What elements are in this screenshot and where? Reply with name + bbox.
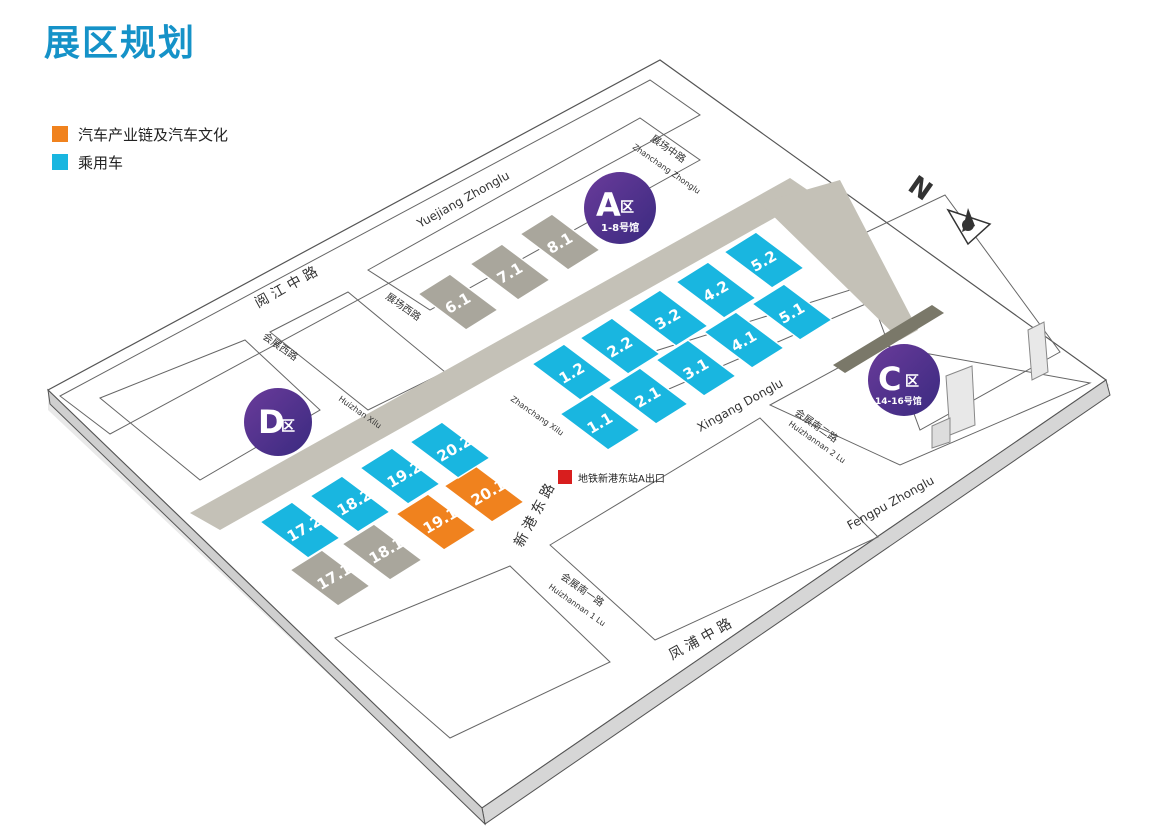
- hall-block: [654, 339, 738, 397]
- walkway: [190, 178, 944, 530]
- zone-badge-a[interactable]: A 区 1-8号馆: [584, 172, 656, 244]
- hall-2-1[interactable]: 2.1: [606, 367, 690, 425]
- zone-c-letter: C: [878, 360, 901, 398]
- hall-4-2[interactable]: 4.2: [674, 261, 758, 319]
- legend-swatch-blue: [52, 154, 68, 170]
- legend-item-industry: 汽车产业链及汽车文化: [52, 120, 228, 148]
- hall-block: [258, 501, 342, 559]
- compass-icon: N: [902, 170, 992, 246]
- legend-label: 乘用车: [78, 153, 124, 172]
- hall-20-2[interactable]: 20.2: [408, 421, 492, 479]
- compass-letter: N: [902, 170, 937, 207]
- legend: 汽车产业链及汽车文化 乘用车: [52, 120, 228, 176]
- hall-block: [578, 317, 662, 375]
- hall-block: [468, 243, 552, 301]
- hall-3-2[interactable]: 3.2: [626, 289, 710, 347]
- zone-a-letter: A: [596, 186, 621, 224]
- hall-block: [558, 393, 642, 451]
- hall-block: [340, 523, 424, 581]
- hall-block: [606, 367, 690, 425]
- hall-19-1[interactable]: 19.1: [394, 493, 478, 551]
- hall-block: [702, 311, 786, 369]
- tower-icons: [931, 321, 1049, 449]
- hall-20-1[interactable]: 20.1: [442, 465, 526, 523]
- hall-17-2[interactable]: 17.2: [258, 501, 342, 559]
- hall-18-1[interactable]: 18.1: [340, 523, 424, 581]
- zone-badge-d[interactable]: D 区: [244, 388, 312, 456]
- hall-3-1[interactable]: 3.1: [654, 339, 738, 397]
- hall-block: [358, 447, 442, 505]
- zone-d-letter: D: [258, 403, 285, 441]
- zone-c-sub: 14-16号馆: [875, 395, 922, 407]
- hall-block: [626, 289, 710, 347]
- hall-1-2[interactable]: 1.2: [530, 343, 614, 401]
- hall-block: [416, 273, 500, 331]
- hall-7-1[interactable]: 7.1: [468, 243, 552, 301]
- hall-1-1[interactable]: 1.1: [558, 393, 642, 451]
- legend-swatch-orange: [52, 126, 68, 142]
- hall-5-2[interactable]: 5.2: [722, 231, 806, 289]
- hall-17-1[interactable]: 17.1: [288, 549, 372, 607]
- hall-block: [518, 213, 602, 271]
- hall-19-2[interactable]: 19.2: [358, 447, 442, 505]
- hall-4-1[interactable]: 4.1: [702, 311, 786, 369]
- hall-block: [750, 283, 834, 341]
- hall-block: [722, 231, 806, 289]
- hall-block: [308, 475, 392, 533]
- hall-block: [530, 343, 614, 401]
- hall-block: [674, 261, 758, 319]
- zone-a-sub: 1-8号馆: [601, 221, 639, 234]
- hall-6-1[interactable]: 6.1: [416, 273, 500, 331]
- zone-badge-c[interactable]: C 区 14-16号馆: [868, 344, 940, 416]
- metro-label: 地铁新港东站A出口: [578, 472, 665, 485]
- hall-block: [394, 493, 478, 551]
- metro-icon: [558, 470, 572, 484]
- metro-exit[interactable]: 地铁新港东站A出口: [558, 470, 665, 485]
- legend-label: 汽车产业链及汽车文化: [78, 125, 229, 144]
- hall-18-2[interactable]: 18.2: [308, 475, 392, 533]
- hall-8-1[interactable]: 8.1: [518, 213, 602, 271]
- hall-2-2[interactable]: 2.2: [578, 317, 662, 375]
- page-title: 展区规划: [44, 23, 197, 64]
- zone-d-suffix: 区: [281, 419, 295, 435]
- zone-c-suffix: 区: [905, 374, 919, 390]
- zone-a-suffix: 区: [620, 200, 634, 216]
- legend-item-passenger: 乘用车: [52, 148, 228, 176]
- hall-5-1[interactable]: 5.1: [750, 283, 834, 341]
- halls: 1.11.22.12.23.13.24.14.25.15.26.17.18.11…: [258, 213, 834, 607]
- hall-block: [408, 421, 492, 479]
- map-base: [46, 59, 1111, 826]
